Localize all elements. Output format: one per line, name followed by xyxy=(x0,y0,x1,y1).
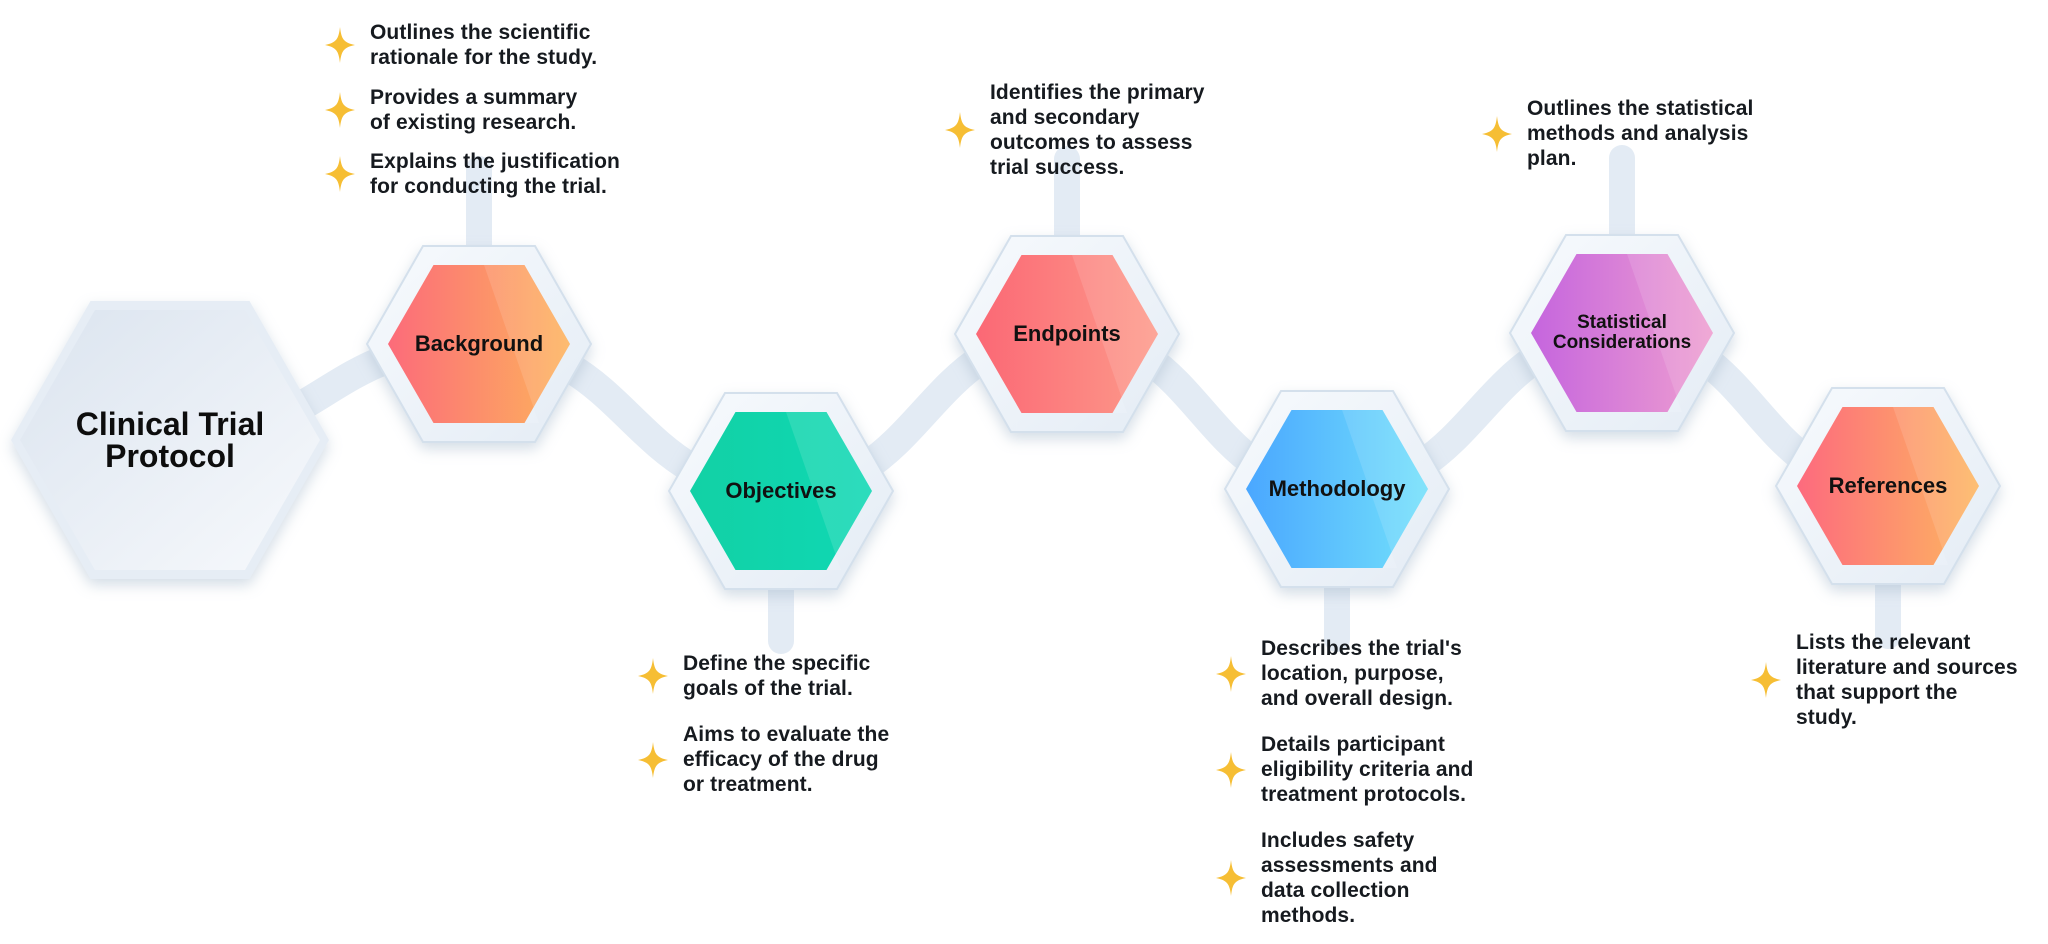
bullet-text: Explains the justification for conductin… xyxy=(370,150,620,198)
node-sheen-background xyxy=(484,265,570,423)
sparkle-icon xyxy=(325,92,355,128)
node-sheen-methodology xyxy=(1342,410,1428,568)
sparkle-icon xyxy=(638,658,668,694)
bullet-item: Includes safety assessments and data col… xyxy=(1215,828,1438,928)
node-sheen-endpoints xyxy=(1072,255,1158,413)
bullet-text: Lists the relevant literature and source… xyxy=(1796,631,2018,729)
node-sheen-objectives xyxy=(786,412,872,570)
node-statistical-considerations: Statistical Considerations xyxy=(1531,254,1713,412)
node-label-statistical-considerations: Statistical Considerations xyxy=(1552,312,1692,353)
bullet-item: Outlines the statistical methods and ana… xyxy=(1481,96,1753,171)
sparkle-icon xyxy=(1216,655,1246,692)
node-objectives: Objectives xyxy=(690,412,872,570)
bullet-item: Provides a summary of existing research. xyxy=(324,85,577,135)
bullet-text: Outlines the statistical methods and ana… xyxy=(1527,97,1754,170)
sparkle-icon xyxy=(638,741,668,778)
node-face-references xyxy=(1797,407,1979,565)
node-face-statistical-considerations xyxy=(1531,254,1713,412)
node-label-objectives: Objectives xyxy=(725,478,837,504)
bullet-item: Identifies the primary and secondary out… xyxy=(944,80,1205,180)
bullet-item: Lists the relevant literature and source… xyxy=(1750,630,2018,730)
sparkle-icon xyxy=(325,156,355,192)
node-sheen-references xyxy=(1893,407,1979,565)
sparkle-icon xyxy=(1751,662,1781,698)
sparkle-icon xyxy=(1482,115,1512,152)
node-sheen-statistical-considerations xyxy=(1627,254,1713,412)
node-face-background xyxy=(388,265,570,423)
title-hex-face xyxy=(20,310,320,570)
node-methodology: Methodology xyxy=(1246,410,1428,568)
bullet-item: Details participant eligibility criteria… xyxy=(1215,732,1473,807)
bullet-text: Provides a summary of existing research. xyxy=(370,86,578,134)
node-label-endpoints: Endpoints xyxy=(1013,321,1121,347)
node-label-background: Background xyxy=(414,331,544,357)
bullet-item: Describes the trial's location, purpose,… xyxy=(1215,636,1462,711)
sparkle-icon xyxy=(945,112,975,148)
node-face-objectives xyxy=(690,412,872,570)
bullet-item: Explains the justification for conductin… xyxy=(324,149,620,199)
node-label-references: References xyxy=(1828,473,1948,499)
sparkle-icon xyxy=(325,27,355,63)
diagram-title-text: Clinical Trial Protocol xyxy=(75,406,265,474)
bullet-item: Define the specific goals of the trial. xyxy=(637,651,870,701)
bullet-text: Includes safety assessments and data col… xyxy=(1261,829,1438,927)
bullet-text: Aims to evaluate the efficacy of the dru… xyxy=(683,723,890,796)
bullet-text: Details participant eligibility criteria… xyxy=(1261,733,1474,806)
bullet-text: Describes the trial's location, purpose,… xyxy=(1261,637,1462,710)
node-face-endpoints xyxy=(976,255,1158,413)
node-references: References xyxy=(1797,407,1979,565)
bullet-text: Outlines the scientific rationale for th… xyxy=(370,21,598,69)
bullet-item: Outlines the scientific rationale for th… xyxy=(324,20,597,70)
node-label-methodology: Methodology xyxy=(1268,476,1406,502)
diagram-title: Clinical Trial Protocol xyxy=(40,380,300,500)
bullet-text: Define the specific goals of the trial. xyxy=(683,652,871,700)
node-face-methodology xyxy=(1246,410,1428,568)
sparkle-icon xyxy=(1216,751,1246,788)
bullet-text: Identifies the primary and secondary out… xyxy=(990,81,1205,179)
sparkle-icon xyxy=(1216,860,1246,896)
node-endpoints: Endpoints xyxy=(976,255,1158,413)
node-background: Background xyxy=(388,265,570,423)
bullet-item: Aims to evaluate the efficacy of the dru… xyxy=(637,722,889,797)
